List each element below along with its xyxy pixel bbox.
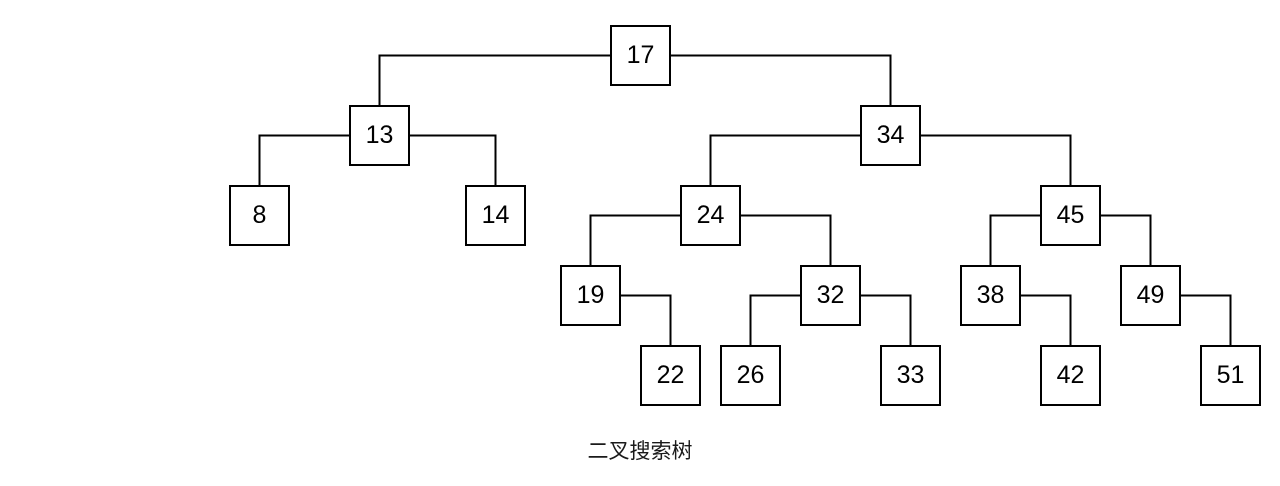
tree-edge-19-to-22 bbox=[621, 294, 672, 345]
tree-edge-24-to-19 bbox=[589, 214, 680, 265]
tree-node-label: 22 bbox=[656, 361, 685, 389]
tree-node-label: 32 bbox=[816, 281, 845, 309]
tree-edge-32-to-26 bbox=[749, 294, 800, 345]
tree-node-51: 51 bbox=[1200, 345, 1261, 406]
tree-node-24: 24 bbox=[680, 185, 741, 246]
tree-edge-32-to-33 bbox=[861, 294, 912, 345]
tree-node-45: 45 bbox=[1040, 185, 1101, 246]
tree-node-label: 14 bbox=[481, 201, 510, 229]
tree-node-label: 19 bbox=[576, 281, 605, 309]
tree-node-33: 33 bbox=[880, 345, 941, 406]
tree-node-17: 17 bbox=[610, 25, 671, 86]
tree-edge-38-to-42 bbox=[1021, 294, 1072, 345]
tree-edge-49-to-51 bbox=[1181, 294, 1232, 345]
tree-node-label: 33 bbox=[896, 361, 925, 389]
tree-edge-17-to-13 bbox=[378, 54, 610, 105]
tree-node-13: 13 bbox=[349, 105, 410, 166]
tree-node-34: 34 bbox=[860, 105, 921, 166]
tree-node-22: 22 bbox=[640, 345, 701, 406]
tree-node-label: 49 bbox=[1136, 281, 1165, 309]
tree-node-label: 26 bbox=[736, 361, 765, 389]
tree-node-label: 42 bbox=[1056, 361, 1085, 389]
tree-edge-13-to-8 bbox=[258, 134, 349, 185]
tree-node-label: 8 bbox=[252, 201, 267, 229]
diagram-caption: 二叉搜索树 bbox=[587, 439, 693, 463]
tree-node-42: 42 bbox=[1040, 345, 1101, 406]
tree-node-26: 26 bbox=[720, 345, 781, 406]
tree-edge-13-to-14 bbox=[410, 134, 497, 185]
tree-edge-34-to-24 bbox=[709, 134, 860, 185]
tree-node-38: 38 bbox=[960, 265, 1021, 326]
tree-node-label: 34 bbox=[876, 121, 905, 149]
tree-edge-34-to-45 bbox=[921, 134, 1072, 185]
tree-node-label: 17 bbox=[626, 41, 655, 69]
tree-node-label: 24 bbox=[696, 201, 725, 229]
tree-node-14: 14 bbox=[465, 185, 526, 246]
tree-edge-17-to-34 bbox=[671, 54, 892, 105]
tree-node-8: 8 bbox=[229, 185, 290, 246]
tree-edge-24-to-32 bbox=[741, 214, 832, 265]
tree-node-49: 49 bbox=[1120, 265, 1181, 326]
tree-node-19: 19 bbox=[560, 265, 621, 326]
tree-edge-45-to-49 bbox=[1101, 214, 1152, 265]
tree-node-label: 13 bbox=[365, 121, 394, 149]
tree-node-label: 45 bbox=[1056, 201, 1085, 229]
tree-node-label: 38 bbox=[976, 281, 1005, 309]
tree-node-label: 51 bbox=[1216, 361, 1245, 389]
tree-node-32: 32 bbox=[800, 265, 861, 326]
tree-edge-45-to-38 bbox=[989, 214, 1040, 265]
